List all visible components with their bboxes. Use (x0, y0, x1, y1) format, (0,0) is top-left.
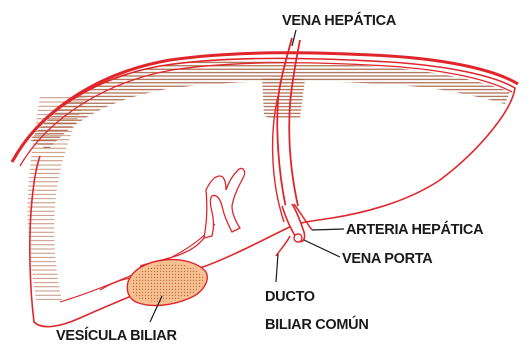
label-common-bile-duct-line1: DUCTO (265, 289, 315, 305)
liver (12, 53, 518, 327)
label-hepatic-vein: VENA HEPÁTICA (282, 12, 397, 29)
portal-vein-end (294, 234, 302, 242)
leader-portal-vein (304, 240, 340, 257)
leader-hepatic-vein (292, 30, 296, 46)
label-hepatic-artery: ARTERIA HEPÁTICA (346, 221, 484, 238)
biliary-tree (100, 168, 245, 305)
label-gallbladder: VESÍCULA BILIAR (56, 327, 177, 344)
hepatic-vein-shading (262, 77, 305, 120)
hepatic-ducts (204, 168, 245, 238)
label-common-bile-duct-line2: BILIAR COMÚN (265, 315, 369, 333)
common-bile-duct (276, 236, 290, 256)
label-portal-vein: VENA PORTA (342, 251, 433, 267)
gallbladder-fundus (100, 278, 130, 290)
leader-common-bile-duct (276, 254, 278, 282)
leader-hepatic-artery (312, 229, 344, 230)
